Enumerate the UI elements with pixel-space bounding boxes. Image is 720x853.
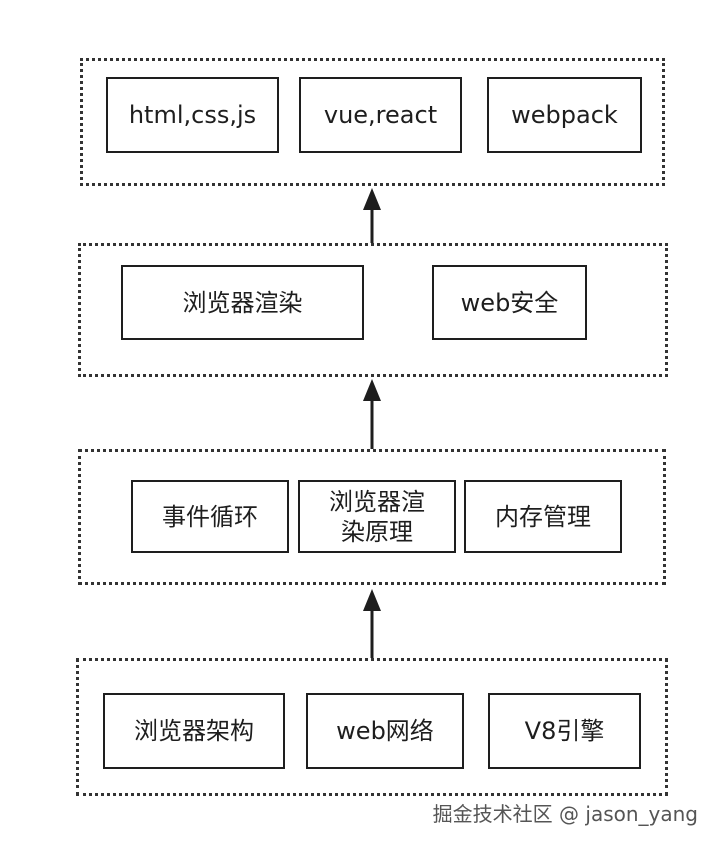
node-label: webpack (511, 101, 618, 129)
node-label: html,css,js (128, 101, 257, 129)
node-web-security: web安全 (432, 265, 587, 340)
arrow-layer4-to-layer3 (363, 589, 381, 658)
node-browser-architecture: 浏览器架构 (103, 693, 285, 769)
node-label: 事件循环 (162, 502, 258, 531)
node-label: 内存管理 (495, 502, 591, 531)
node-label-line-2: 染原理 (341, 517, 413, 546)
layer-3-container (78, 449, 666, 585)
node-webpack: webpack (487, 77, 642, 153)
arrow-layer2-to-layer1 (363, 188, 381, 243)
watermark-text: 掘金技术社区 @ jason_yang (432, 802, 698, 826)
node-label: V8引擎 (524, 717, 605, 745)
node-web-network: web网络 (306, 693, 464, 769)
node-label: web安全 (460, 288, 559, 317)
node-v8-engine: V8引擎 (488, 693, 641, 769)
node-browser-rendering-principles: 浏览器渲 染原理 (298, 480, 456, 553)
layer-2-container (78, 243, 668, 377)
node-event-loop: 事件循环 (131, 480, 289, 553)
node-html-css-js: html,css,js (106, 77, 279, 153)
node-label-line-1: 浏览器渲 (329, 487, 425, 516)
node-label: 浏览器渲 染原理 (329, 487, 425, 547)
arrow-layer3-to-layer2 (363, 379, 381, 449)
node-label: web网络 (336, 717, 434, 745)
node-label: vue,react (323, 101, 438, 129)
node-browser-rendering: 浏览器渲染 (121, 265, 364, 340)
layer-4-container (76, 658, 668, 796)
layer-1-container (80, 58, 665, 186)
node-label: 浏览器架构 (134, 717, 254, 745)
node-memory-management: 内存管理 (464, 480, 622, 553)
node-label: 浏览器渲染 (182, 288, 303, 317)
node-vue-react: vue,react (299, 77, 462, 153)
